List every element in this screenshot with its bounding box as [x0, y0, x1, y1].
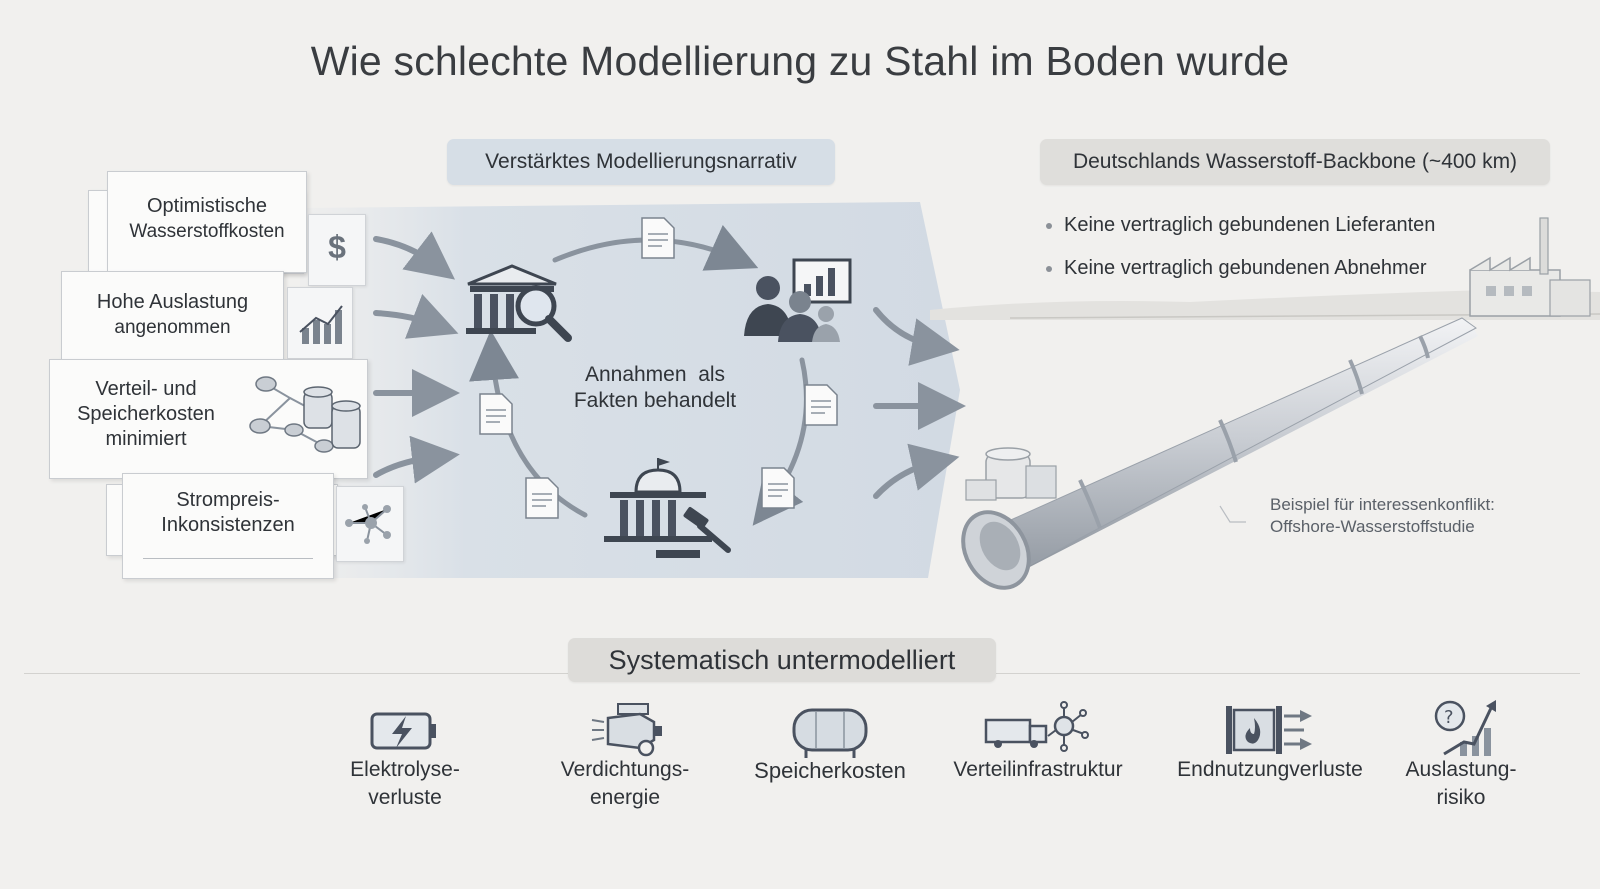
input-card-line: Verteil- und: [95, 378, 197, 400]
heat-exchanger-icon: [1226, 706, 1312, 754]
document-icon: [479, 393, 513, 435]
molecule-icon: [336, 486, 404, 562]
undermodelled-item: Auslastung- risiko: [1386, 756, 1536, 812]
input-card-hydrogen-cost: Optimistische Wasserstoffkosten: [107, 171, 307, 273]
bar-chart-icon: [287, 287, 353, 359]
storage-tank-icon: [792, 708, 868, 758]
item-line: verluste: [368, 786, 442, 809]
input-card-line: Strompreis-: [176, 489, 280, 511]
svg-text:?: ?: [1444, 707, 1454, 728]
question-trend-icon: ?: [1434, 700, 1496, 756]
item-line: Verteilinfrastruktur: [953, 758, 1123, 781]
conflict-note-line1: Beispiel für interessenkonflikt:: [1270, 495, 1495, 514]
bullet-dot: [1046, 222, 1052, 229]
storage-network-icon: [249, 376, 361, 453]
institution-magnifier-icon: [466, 264, 572, 342]
government-gavel-icon: [604, 458, 731, 558]
tank-cluster-icon: [965, 447, 1057, 501]
undermodelled-item: Endnutzungverluste: [1160, 756, 1380, 784]
compressor-icon: [591, 703, 662, 757]
document-icon: [761, 467, 795, 509]
output-arrows: [873, 307, 966, 499]
factory-icon: [1469, 217, 1591, 317]
backbone-heading: Deutschlands Wasserstoff-Backbone (~400 …: [1040, 139, 1550, 185]
input-card-line: Hohe Auslastung: [96, 291, 249, 313]
document-icon: [804, 384, 838, 426]
item-line: Auslastung-: [1405, 758, 1517, 781]
undermodelled-item: Speicherkosten: [740, 757, 920, 785]
input-card-line: minimiert: [105, 428, 187, 450]
item-line: Elektrolyse-: [350, 758, 460, 781]
truck-network-icon: [984, 701, 1089, 752]
document-icon: [641, 217, 675, 259]
input-card-line: Optimistische: [146, 195, 268, 217]
input-card-distribution-storage: Verteil- und Speicherkosten minimiert: [49, 359, 368, 479]
input-card-line: Inkonsistenzen: [161, 514, 295, 536]
backbone-bullet: Keine vertraglich gebundenen Lieferanten: [1046, 214, 1435, 237]
dollar-icon: $: [308, 214, 366, 286]
bullet-text: Keine vertraglich gebundenen Abnehmer: [1064, 257, 1427, 279]
input-card-utilisation: Hohe Auslastung angenommen: [61, 271, 284, 361]
people-chart-icon: [744, 258, 852, 342]
input-card-line: Wasserstoffkosten: [129, 221, 285, 242]
battery-bolt-icon: [370, 712, 436, 750]
input-card-line: Speicherkosten: [77, 403, 215, 425]
bullet-dot: [1046, 265, 1052, 272]
item-line: Verdichtungs-: [560, 758, 690, 781]
cycle-center-line2: Fakten behandelt: [573, 389, 737, 412]
narrative-heading: Verstärktes Modellierungsnarrativ: [447, 139, 835, 185]
item-line: risiko: [1436, 786, 1486, 809]
undermodelled-item: Verdichtungs- energie: [530, 756, 720, 812]
pipeline-scene: [930, 217, 1600, 590]
item-line: Speicherkosten: [754, 758, 906, 783]
cycle-center-line1: Annahmen als: [584, 363, 726, 386]
document-icon: [525, 477, 559, 519]
conflict-note: Beispiel für interessenkonflikt: Offshor…: [1270, 494, 1495, 538]
item-line: Endnutzungverluste: [1177, 758, 1363, 781]
bullet-text: Keine vertraglich gebundenen Lieferanten: [1064, 214, 1436, 236]
undermodelled-item: Elektrolyse- verluste: [320, 756, 490, 812]
undermodelled-heading: Systematisch untermodelliert: [568, 638, 996, 682]
page-title: Wie schlechte Modellierung zu Stahl im B…: [310, 38, 1290, 84]
cycle-center-text: Annahmen als Fakten behandelt: [530, 362, 780, 414]
conflict-note-line2: Offshore-Wasserstoffstudie: [1270, 517, 1475, 536]
undermodelled-item: Verteilinfrastruktur: [938, 756, 1138, 784]
input-card-power-price: Strompreis- Inkonsistenzen: [122, 473, 334, 579]
input-arrows: [373, 231, 460, 484]
backbone-bullet: Keine vertraglich gebundenen Abnehmer: [1046, 257, 1426, 280]
input-card-line: angenommen: [114, 317, 231, 338]
item-line: energie: [589, 786, 661, 809]
